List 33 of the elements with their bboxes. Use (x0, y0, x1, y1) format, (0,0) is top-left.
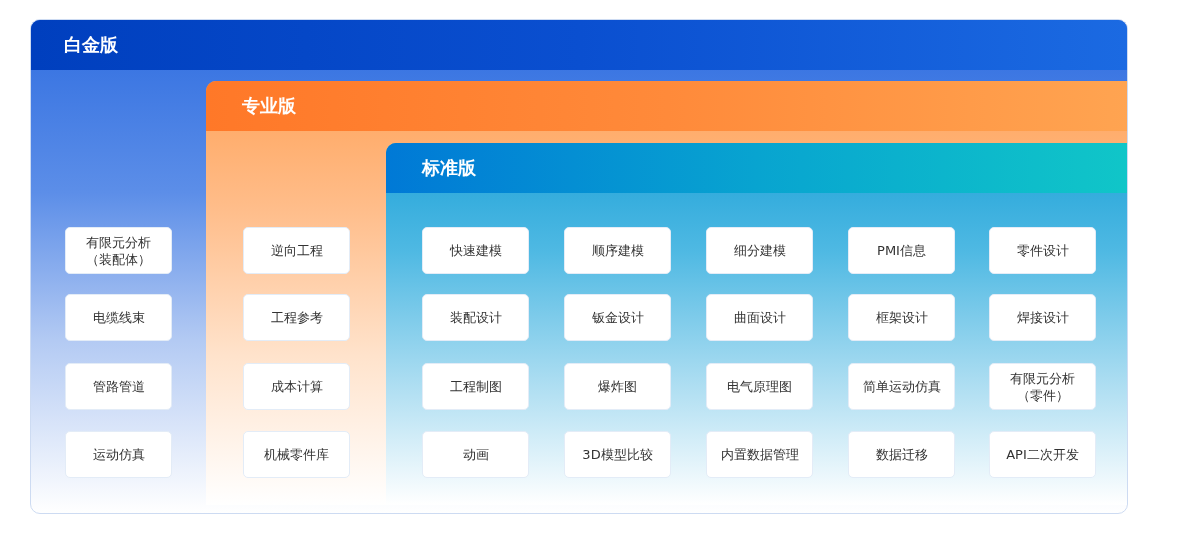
panel-header: 专业版 (206, 81, 1127, 131)
feature-box: 钣金设计 (564, 294, 671, 341)
feature-box: 数据迁移 (848, 431, 955, 478)
panel-header: 白金版 (31, 20, 1127, 70)
feature-box: 电气原理图 (706, 363, 813, 410)
feature-box: 电缆线束 (65, 294, 172, 341)
feature-box: API二次开发 (989, 431, 1096, 478)
feature-box: 有限元分析（装配体） (65, 227, 172, 274)
feature-box: 零件设计 (989, 227, 1096, 274)
feature-box: PMI信息 (848, 227, 955, 274)
feature-box: 顺序建模 (564, 227, 671, 274)
feature-box: 快速建模 (422, 227, 529, 274)
feature-box: 细分建模 (706, 227, 813, 274)
feature-box: 逆向工程 (243, 227, 350, 274)
feature-box: 运动仿真 (65, 431, 172, 478)
edition-panel (30, 19, 1128, 514)
panel-header: 标准版 (386, 143, 1127, 193)
feature-box: 爆炸图 (564, 363, 671, 410)
feature-box: 成本计算 (243, 363, 350, 410)
feature-box: 工程制图 (422, 363, 529, 410)
feature-box: 曲面设计 (706, 294, 813, 341)
feature-box: 工程参考 (243, 294, 350, 341)
feature-box: 动画 (422, 431, 529, 478)
edition-panel (206, 81, 1127, 505)
feature-box: 简单运动仿真 (848, 363, 955, 410)
feature-box: 焊接设计 (989, 294, 1096, 341)
feature-box: 框架设计 (848, 294, 955, 341)
feature-box: 内置数据管理 (706, 431, 813, 478)
feature-box: 3D模型比较 (564, 431, 671, 478)
feature-box: 装配设计 (422, 294, 529, 341)
feature-box: 有限元分析（零件） (989, 363, 1096, 410)
feature-box: 管路管道 (65, 363, 172, 410)
feature-box: 机械零件库 (243, 431, 350, 478)
